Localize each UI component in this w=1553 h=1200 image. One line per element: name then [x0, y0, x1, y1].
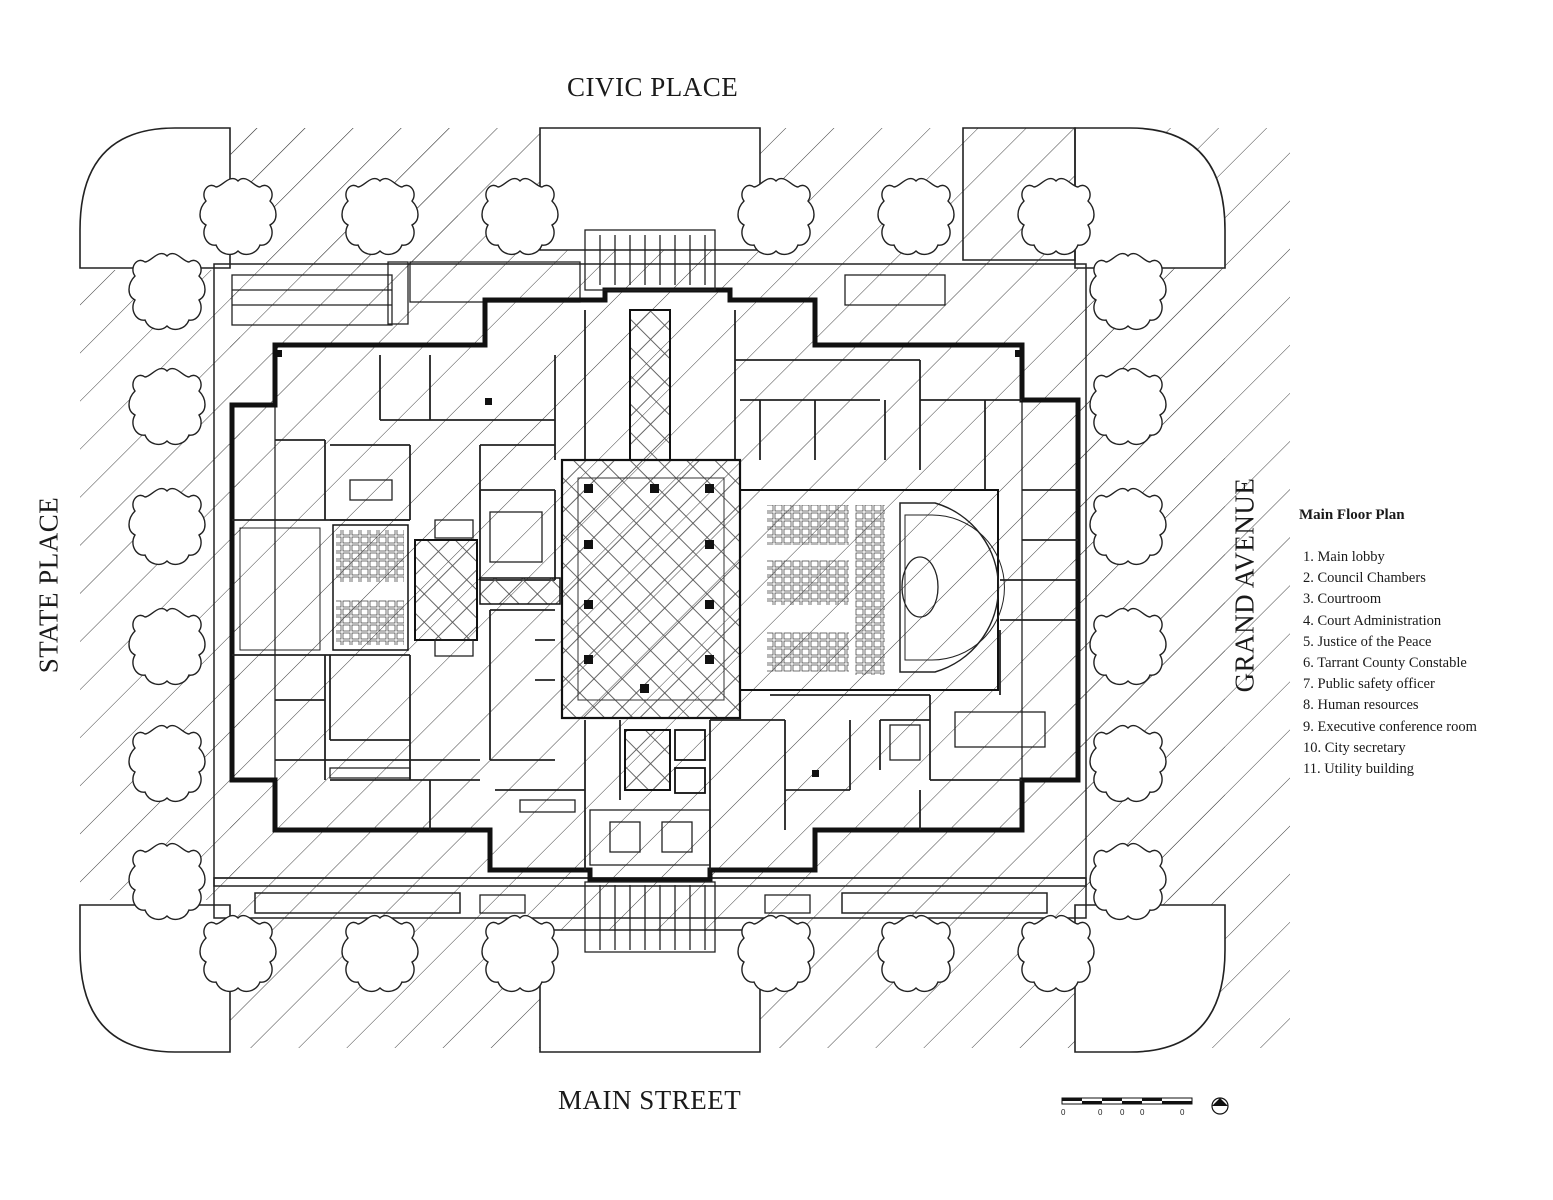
street-label-east: GRAND AVENUE — [1229, 477, 1260, 693]
ramp — [231, 261, 946, 326]
main-lobby — [414, 309, 742, 794]
legend-item: 3. Courtroom — [1303, 591, 1382, 608]
lobby-columns — [275, 350, 1022, 777]
street-label-north: CIVIC PLACE — [567, 72, 739, 102]
legend-item: 11. Utility building — [1303, 761, 1415, 778]
scale-label: 0 — [1140, 1108, 1145, 1117]
legend-item: 5. Justice of the Peace — [1303, 633, 1432, 650]
council-chambers — [739, 489, 1005, 691]
scale-label: 0 — [1098, 1108, 1103, 1117]
legend-item: 1. Main lobby — [1303, 549, 1385, 565]
legend-item: 8. Human resources — [1303, 697, 1419, 714]
scale-label: 0 — [1061, 1108, 1066, 1117]
north-arrow-icon — [1211, 1097, 1229, 1115]
legend-item: 4. Court Administration — [1303, 612, 1442, 629]
scale-label: 0 — [1120, 1108, 1125, 1117]
street-label-south: MAIN STREET — [558, 1085, 742, 1115]
legend-item: 10. City secretary — [1303, 739, 1406, 756]
legend-item: 2. Council Chambers — [1303, 570, 1426, 587]
legend-item: 6. Tarrant County Constable — [1303, 655, 1467, 672]
legend: Main Floor Plan 1. Main lobby 2. Council… — [1299, 507, 1477, 780]
courtroom — [239, 524, 409, 651]
building-walls — [229, 287, 1081, 883]
corner-planters — [79, 127, 1226, 1053]
street-label-west: STATE PLACE — [33, 496, 64, 674]
legend-item: 9. Executive conference room — [1303, 718, 1477, 735]
entry-stairs — [479, 229, 811, 953]
scale-label: 0 — [1180, 1108, 1185, 1117]
furniture — [329, 479, 1046, 813]
legend-title: Main Floor Plan — [1299, 507, 1405, 523]
legend-item: 7. Public safety officer — [1303, 676, 1435, 693]
legend-list: 1. Main lobby 2. Council Chambers 3. Cou… — [1299, 547, 1477, 780]
scale-bar — [1061, 1097, 1229, 1115]
